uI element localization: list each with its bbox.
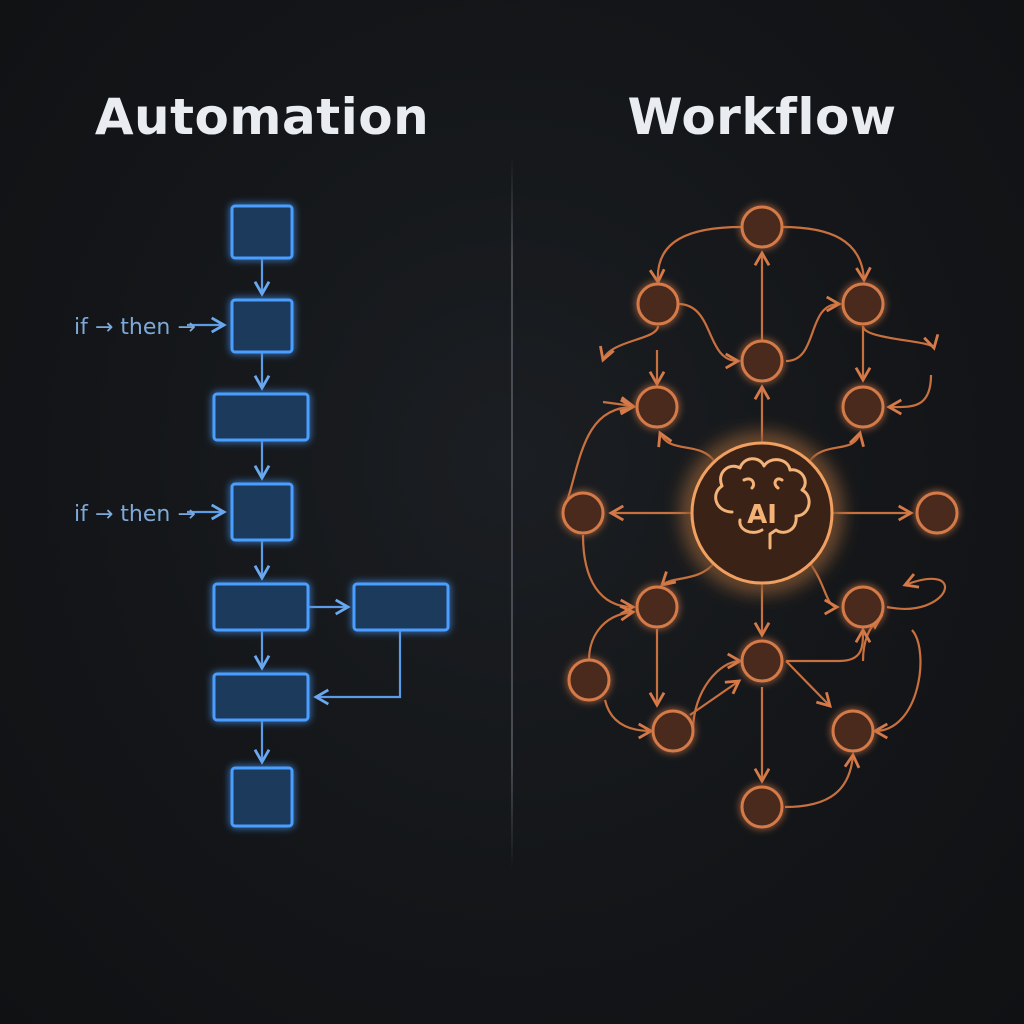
workflow-arrow-10 — [808, 561, 840, 616]
workflow-arrow-17 — [602, 396, 636, 413]
automation-connectors — [187, 258, 402, 765]
workflow-node-mid-right — [841, 385, 885, 429]
workflow-arrow-15 — [677, 302, 741, 370]
workflow-arrow-26 — [689, 679, 742, 716]
workflow-arrow-33 — [784, 752, 861, 809]
workflow-arrow-27 — [691, 652, 743, 732]
workflow-arrow-11 — [648, 225, 743, 285]
process-step-2 — [230, 298, 294, 354]
workflow-node-bottom-right — [831, 709, 875, 753]
workflow-arrow-31 — [786, 627, 872, 663]
automation-flowchart: if → then → if → then → — [74, 204, 450, 828]
workflow-node-top — [740, 205, 784, 249]
workflow-node-bottom-far-left — [567, 658, 611, 702]
workflow-arrow-22 — [581, 534, 636, 616]
condition-label-2: if → then → — [74, 502, 196, 527]
workflow-arrow-16 — [785, 295, 842, 363]
workflow-arrow-28 — [785, 660, 832, 709]
workflow-arrow-24 — [603, 699, 654, 740]
workflow-node-upper-center — [740, 339, 784, 383]
workflow-node-bottom-left — [651, 709, 695, 753]
workflow-node-upper-left — [636, 282, 680, 326]
process-step-7 — [212, 672, 310, 722]
workflow-title: Workflow — [627, 88, 897, 146]
automation-steps — [212, 204, 450, 828]
workflow-arrow-23 — [587, 604, 636, 661]
process-step-3 — [212, 392, 310, 442]
brain-icon — [714, 457, 811, 550]
center-divider — [511, 155, 513, 870]
workflow-arrow-29 — [886, 573, 946, 610]
workflow-arrow-13 — [599, 325, 660, 363]
ai-hub: AI — [690, 441, 834, 585]
process-step-6 — [352, 582, 450, 632]
workflow-arrow-30 — [861, 613, 884, 662]
ai-label: AI — [747, 500, 777, 530]
workflow-connectors — [561, 225, 946, 809]
workflow-node-far-right — [915, 491, 959, 535]
workflow-arrow-12 — [781, 225, 872, 283]
automation-title: Automation — [94, 88, 430, 146]
workflow-node-far-left — [561, 491, 605, 535]
workflow-node-upper-right — [841, 282, 885, 326]
workflow-arrow-7 — [657, 430, 716, 463]
workflow-arrow-8 — [808, 430, 865, 463]
process-step-5 — [212, 582, 310, 632]
ai-hub-circle — [690, 441, 834, 585]
workflow-arrow-18 — [886, 374, 933, 416]
workflow-node-mid-left — [635, 385, 679, 429]
workflow-arrow-9 — [659, 561, 716, 587]
workflow-node-lower-left — [635, 585, 679, 629]
workflow-node-lower-center — [740, 639, 784, 683]
process-step-4 — [230, 482, 294, 542]
process-step-1 — [230, 204, 294, 260]
workflow-nodes — [561, 205, 959, 829]
workflow-node-bottom — [740, 785, 784, 829]
workflow-network: AI — [561, 205, 959, 829]
condition-label-1: if → then → — [74, 315, 196, 340]
process-step-8 — [230, 766, 294, 828]
workflow-arrow-14 — [861, 325, 940, 351]
workflow-node-lower-right — [841, 585, 885, 629]
automation-arrow-8 — [313, 630, 402, 706]
workflow-arrow-32 — [872, 629, 922, 740]
